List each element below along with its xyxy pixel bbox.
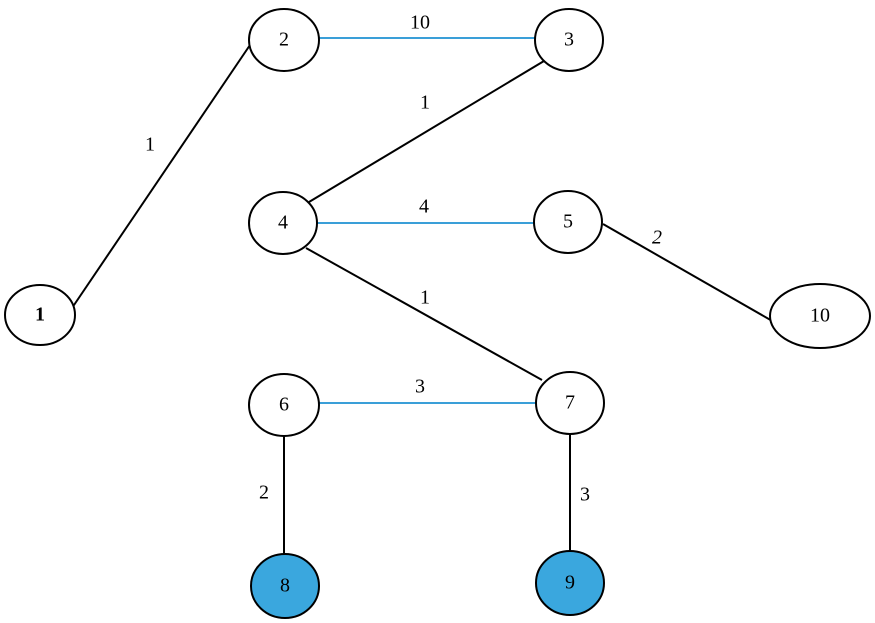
node-6: 6 <box>248 373 320 437</box>
node-label-9: 9 <box>565 572 575 594</box>
edge-5-10 <box>602 223 775 323</box>
node-10: 10 <box>769 283 871 349</box>
node-4: 4 <box>248 191 318 255</box>
edge-weight-6-7: 3 <box>415 376 425 398</box>
edge-weight-6-8: 2 <box>259 482 269 504</box>
node-label-6: 6 <box>279 394 289 416</box>
edge-weight-5-10: 2 <box>652 227 662 249</box>
edge-weight-3-4: 1 <box>420 92 430 114</box>
node-label-10: 10 <box>810 305 830 327</box>
node-circle-4 <box>248 191 318 255</box>
node-label-7: 7 <box>565 392 575 414</box>
node-circle-5 <box>533 190 603 254</box>
node-circle-10 <box>769 283 871 349</box>
node-circle-6 <box>248 373 320 437</box>
edge-weight-2-3: 10 <box>410 12 430 34</box>
node-3: 3 <box>534 8 604 72</box>
edge-weight-4-5: 4 <box>419 196 429 218</box>
edge-weight-7-9: 3 <box>580 484 590 506</box>
node-circle-7 <box>535 371 605 435</box>
node-label-2: 2 <box>279 29 289 51</box>
edge-3-4 <box>308 60 545 203</box>
node-label-4: 4 <box>278 212 288 234</box>
edge-1-2 <box>71 44 251 309</box>
nodes-layer: 1 2 3 4 5 6 7 8 9 10 <box>4 8 871 619</box>
node-circle-9 <box>535 550 605 616</box>
node-circle-1 <box>4 284 76 346</box>
node-5: 5 <box>533 190 603 254</box>
edge-weight-4-7: 1 <box>420 287 430 309</box>
node-label-8: 8 <box>280 575 290 597</box>
node-2: 2 <box>248 8 320 72</box>
node-label-5: 5 <box>563 211 573 233</box>
edges-layer: 1 10 1 4 2 1 3 2 3 <box>71 12 775 554</box>
node-8: 8 <box>250 553 320 619</box>
node-label-1: 1 <box>35 304 45 326</box>
node-circle-2 <box>248 8 320 72</box>
node-1: 1 <box>4 284 76 346</box>
node-circle-8 <box>250 553 320 619</box>
node-7: 7 <box>535 371 605 435</box>
node-circle-3 <box>534 8 604 72</box>
edge-weight-1-2: 1 <box>145 134 155 156</box>
node-label-3: 3 <box>564 29 574 51</box>
node-9: 9 <box>535 550 605 616</box>
edge-4-7 <box>305 247 543 381</box>
